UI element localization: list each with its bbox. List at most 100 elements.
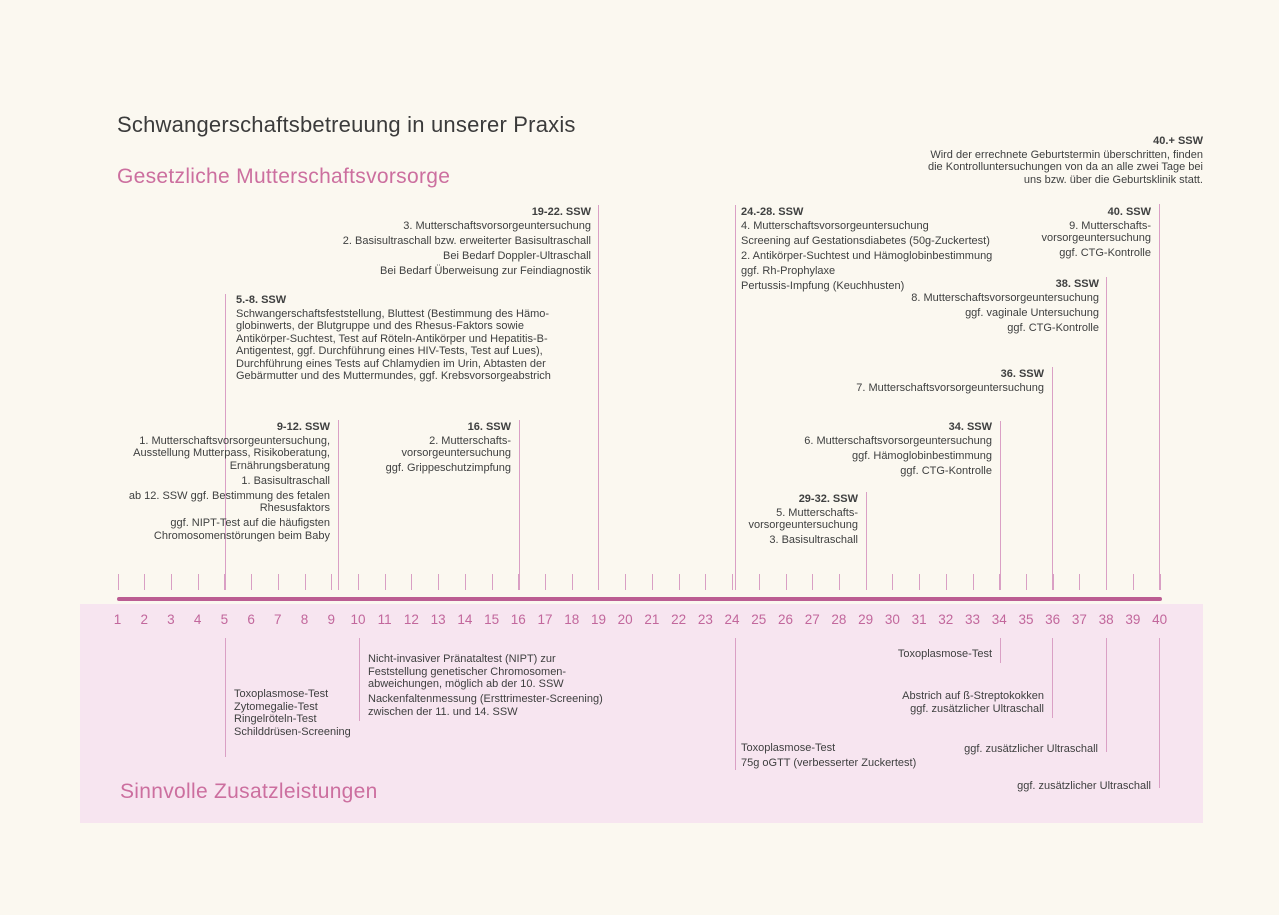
tick-week-21: [651, 574, 653, 590]
tick-week-29: [865, 574, 867, 590]
week-number-17: 17: [537, 612, 553, 627]
block-9-12-ssw-item: 1. Basisultraschall: [241, 474, 330, 487]
week-number-21: 21: [644, 612, 660, 627]
extra-block-week-38-item: ggf. zusätzlicher Ultraschall: [964, 743, 1098, 755]
section-title-sinnvolle-zusatzleistungen: Sinnvolle Zusatzleistungen: [120, 780, 378, 803]
extra-block-week-40-item: ggf. zusätzlicher Ultraschall: [1017, 780, 1151, 792]
tick-week-6: [251, 574, 253, 590]
tick-week-10: [357, 574, 359, 590]
extra-block-week-24: Toxoplasmose-Test 75g oGTT (verbesserter…: [741, 742, 916, 770]
tick-week-32: [945, 574, 947, 590]
week-40-lower-connector-line: [1159, 638, 1160, 788]
tick-week-5: [224, 574, 226, 590]
tick-week-34: [999, 574, 1001, 590]
week-34-lower-connector-line: [1000, 638, 1001, 663]
week-number-29: 29: [858, 612, 874, 627]
week-38-lower-connector-line: [1106, 638, 1107, 752]
extra-block-week-24-item: Toxoplasmose-Test: [741, 742, 836, 754]
tick-week-31: [919, 574, 921, 590]
extra-block-week-24-item: 75g oGTT (verbesserter Zuckertest): [741, 757, 917, 769]
week-number-8: 8: [300, 612, 309, 627]
overdue-note: 40.+ SSW Wird der errechnete Geburtsterm…: [928, 135, 1203, 186]
tick-week-7: [277, 574, 279, 590]
block-34-ssw-item: ggf. CTG-Kontrolle: [900, 464, 992, 477]
block-9-12-ssw-item: ab 12. SSW ggf. Bestimmung des fetalen R…: [128, 489, 330, 515]
tick-week-17: [545, 574, 547, 590]
tick-week-4: [197, 574, 199, 590]
week-number-7: 7: [274, 612, 282, 627]
block-38-ssw-item: 8. Mutterschaftsvorsorgeuntersuchung: [911, 291, 1099, 304]
tick-week-3: [170, 574, 172, 590]
block-24-28-ssw-item: ggf. Rh-Prophylaxe: [741, 264, 836, 277]
block-19-22-ssw-title: 19-22. SSW: [531, 206, 591, 218]
block-9-12-ssw-title: 9-12. SSW: [276, 421, 330, 433]
tick-week-18: [571, 574, 573, 590]
week-number-10: 10: [350, 612, 366, 627]
block-36-ssw: 36. SSW 7. Mutterschaftsvorsorgeuntersuc…: [856, 368, 1044, 394]
tick-week-22: [678, 574, 680, 590]
week-10-lower-connector-line: [359, 638, 360, 721]
block-16-ssw: 16. SSW 2. Mutterschafts- vorsorgeunters…: [386, 421, 511, 475]
week-number-19: 19: [590, 612, 606, 627]
section-title-gesetzliche-mutterschaftsvorsorge: Gesetzliche Mutterschaftsvorsorge: [117, 165, 451, 188]
tick-week-14: [464, 574, 466, 590]
block-16-ssw-title: 16. SSW: [467, 421, 511, 433]
week-number-11: 11: [377, 612, 392, 627]
week-9-connector-line: [338, 420, 339, 590]
extra-block-week-36: Abstrich auf ß-Streptokokken ggf. zusätz…: [902, 690, 1044, 715]
week-number-35: 35: [1018, 612, 1034, 627]
week-40-connector-line: [1159, 204, 1160, 590]
block-5-8-ssw-title: 5.-8. SSW: [236, 294, 287, 306]
week-34-connector-line: [1000, 421, 1001, 590]
block-16-ssw-item: ggf. Grippeschutzimpfung: [385, 462, 511, 474]
block-40-ssw: 40. SSW 9. Mutterschafts- vorsorgeunters…: [1042, 206, 1151, 260]
block-29-32-ssw-item: 3. Basisultraschall: [769, 534, 858, 546]
extra-block-week-34: Toxoplasmose-Test: [898, 648, 992, 661]
tick-week-39: [1132, 574, 1134, 590]
week-number-27: 27: [804, 612, 820, 627]
extra-block-week-5: Toxoplasmose-Test Zytomegalie-Test Ringe…: [234, 688, 351, 738]
block-29-32-ssw-title: 29-32. SSW: [798, 493, 858, 505]
block-34-ssw-title: 34. SSW: [948, 421, 992, 433]
week-number-26: 26: [777, 612, 794, 627]
block-19-22-ssw-item: 3. Mutterschaftsvorsorgeuntersuchung: [403, 219, 591, 232]
week-number-24: 24: [724, 612, 740, 627]
block-40-ssw-title: 40. SSW: [1107, 206, 1151, 218]
block-24-28-ssw-item: Pertussis-Impfung (Keuchhusten): [741, 279, 905, 292]
week-29-connector-line: [866, 492, 867, 590]
extra-block-week-10: Nicht-invasiver Pränataltest (NIPT) zur …: [368, 653, 603, 718]
week-number-37: 37: [1071, 612, 1087, 627]
page-title: Schwangerschaftsbetreuung in unserer Pra…: [117, 112, 576, 137]
block-38-ssw-item: ggf. vaginale Untersuchung: [965, 306, 1099, 319]
tick-week-8: [304, 574, 306, 590]
block-5-8-ssw-item: Schwangerschaftsfeststellung, Bluttest (…: [236, 307, 551, 383]
block-36-ssw-title: 36. SSW: [1000, 368, 1044, 380]
tick-week-38: [1106, 574, 1108, 590]
week-number-2: 2: [140, 612, 148, 627]
week-number-33: 33: [965, 612, 981, 627]
tick-week-11: [384, 574, 386, 590]
zusatzleistungen-band: [80, 604, 1203, 823]
week-number-36: 36: [1045, 612, 1061, 627]
week-number-18: 18: [564, 612, 580, 627]
extra-block-week-36-item: Abstrich auf ß-Streptokokken ggf. zusätz…: [902, 690, 1044, 715]
week-19-connector-line: [598, 205, 599, 590]
extra-block-week-10-item: Nackenfaltenmessung (Ersttrimester-Scree…: [368, 693, 603, 718]
tick-week-13: [438, 574, 440, 590]
week-5-connector-line: [225, 294, 226, 590]
block-24-28-ssw-title: 24.-28. SSW: [741, 206, 804, 218]
tick-week-25: [758, 574, 760, 590]
week-24-lower-connector-line: [735, 638, 736, 770]
week-number-23: 23: [697, 612, 713, 627]
tick-week-40: [1159, 574, 1161, 590]
tick-week-1: [117, 574, 119, 590]
extra-block-week-10-item: Nicht-invasiver Pränataltest (NIPT) zur …: [368, 653, 567, 690]
block-9-12-ssw-item: 1. Mutterschaftsvorsorgeuntersuchung, Au…: [133, 434, 330, 472]
block-36-ssw-item: 7. Mutterschaftsvorsorgeuntersuchung: [856, 381, 1044, 394]
tick-week-35: [1025, 574, 1027, 590]
tick-week-2: [144, 574, 146, 590]
extra-block-week-5-item: Toxoplasmose-Test Zytomegalie-Test Ringe…: [234, 688, 351, 738]
week-number-5: 5: [220, 612, 229, 627]
block-29-32-ssw: 29-32. SSW 5. Mutterschafts- vorsorgeunt…: [749, 493, 858, 547]
week-number-1: 1: [113, 612, 122, 627]
